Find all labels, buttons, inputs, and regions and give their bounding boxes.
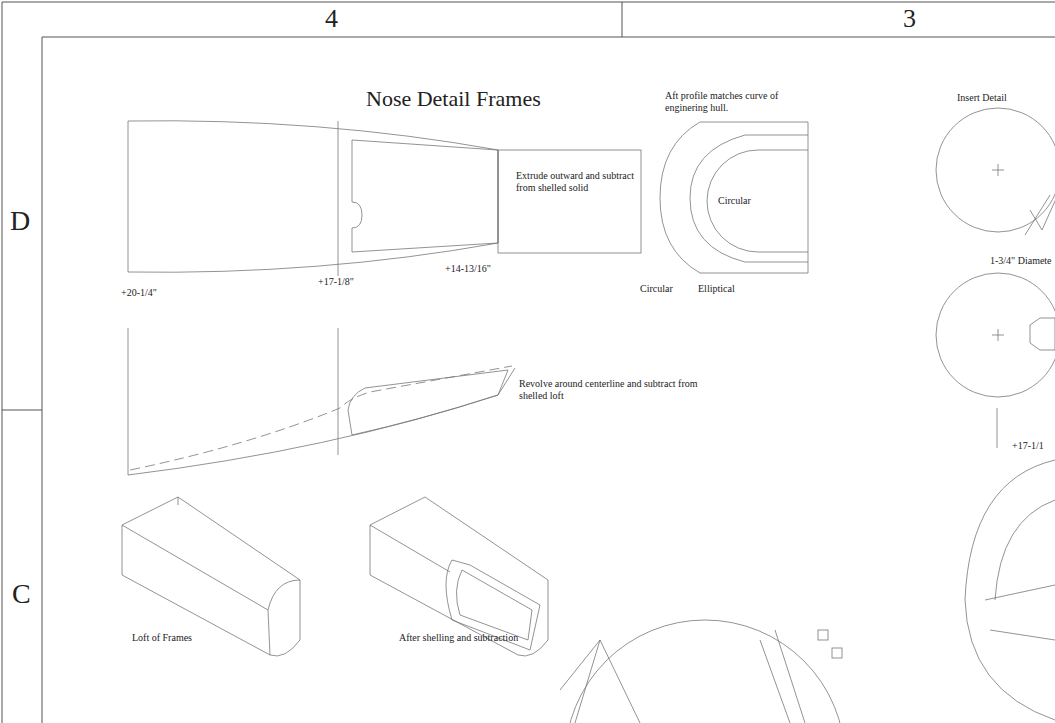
profile-label: Elliptical xyxy=(698,283,735,295)
zone-letter: C xyxy=(12,578,31,610)
view-label: Loft of Frames xyxy=(132,632,192,644)
profile-label: Circular xyxy=(640,283,673,295)
drawing-title: Nose Detail Frames xyxy=(366,86,541,111)
view-label: Insert Detail xyxy=(957,92,1007,104)
dimension: +20-1/4" xyxy=(121,287,157,299)
note-text: Revolve around centerline and subtract f… xyxy=(519,378,709,401)
dimension: 1-3/4" Diamete xyxy=(990,255,1052,267)
dimension: +17-1/1 xyxy=(1012,440,1044,452)
zone-number: 3 xyxy=(903,4,916,34)
note-text: Aft profile matches curve of enginering … xyxy=(665,90,805,113)
dimension: +17-1/8" xyxy=(318,276,354,288)
zone-letter: D xyxy=(10,205,30,237)
zone-number: 4 xyxy=(325,4,338,34)
dimension: +14-13/16" xyxy=(445,263,491,275)
note-text: Extrude outward and subtract from shelle… xyxy=(516,170,636,193)
view-label: After shelling and subtraction xyxy=(399,632,518,644)
profile-label: Circular xyxy=(718,195,751,207)
